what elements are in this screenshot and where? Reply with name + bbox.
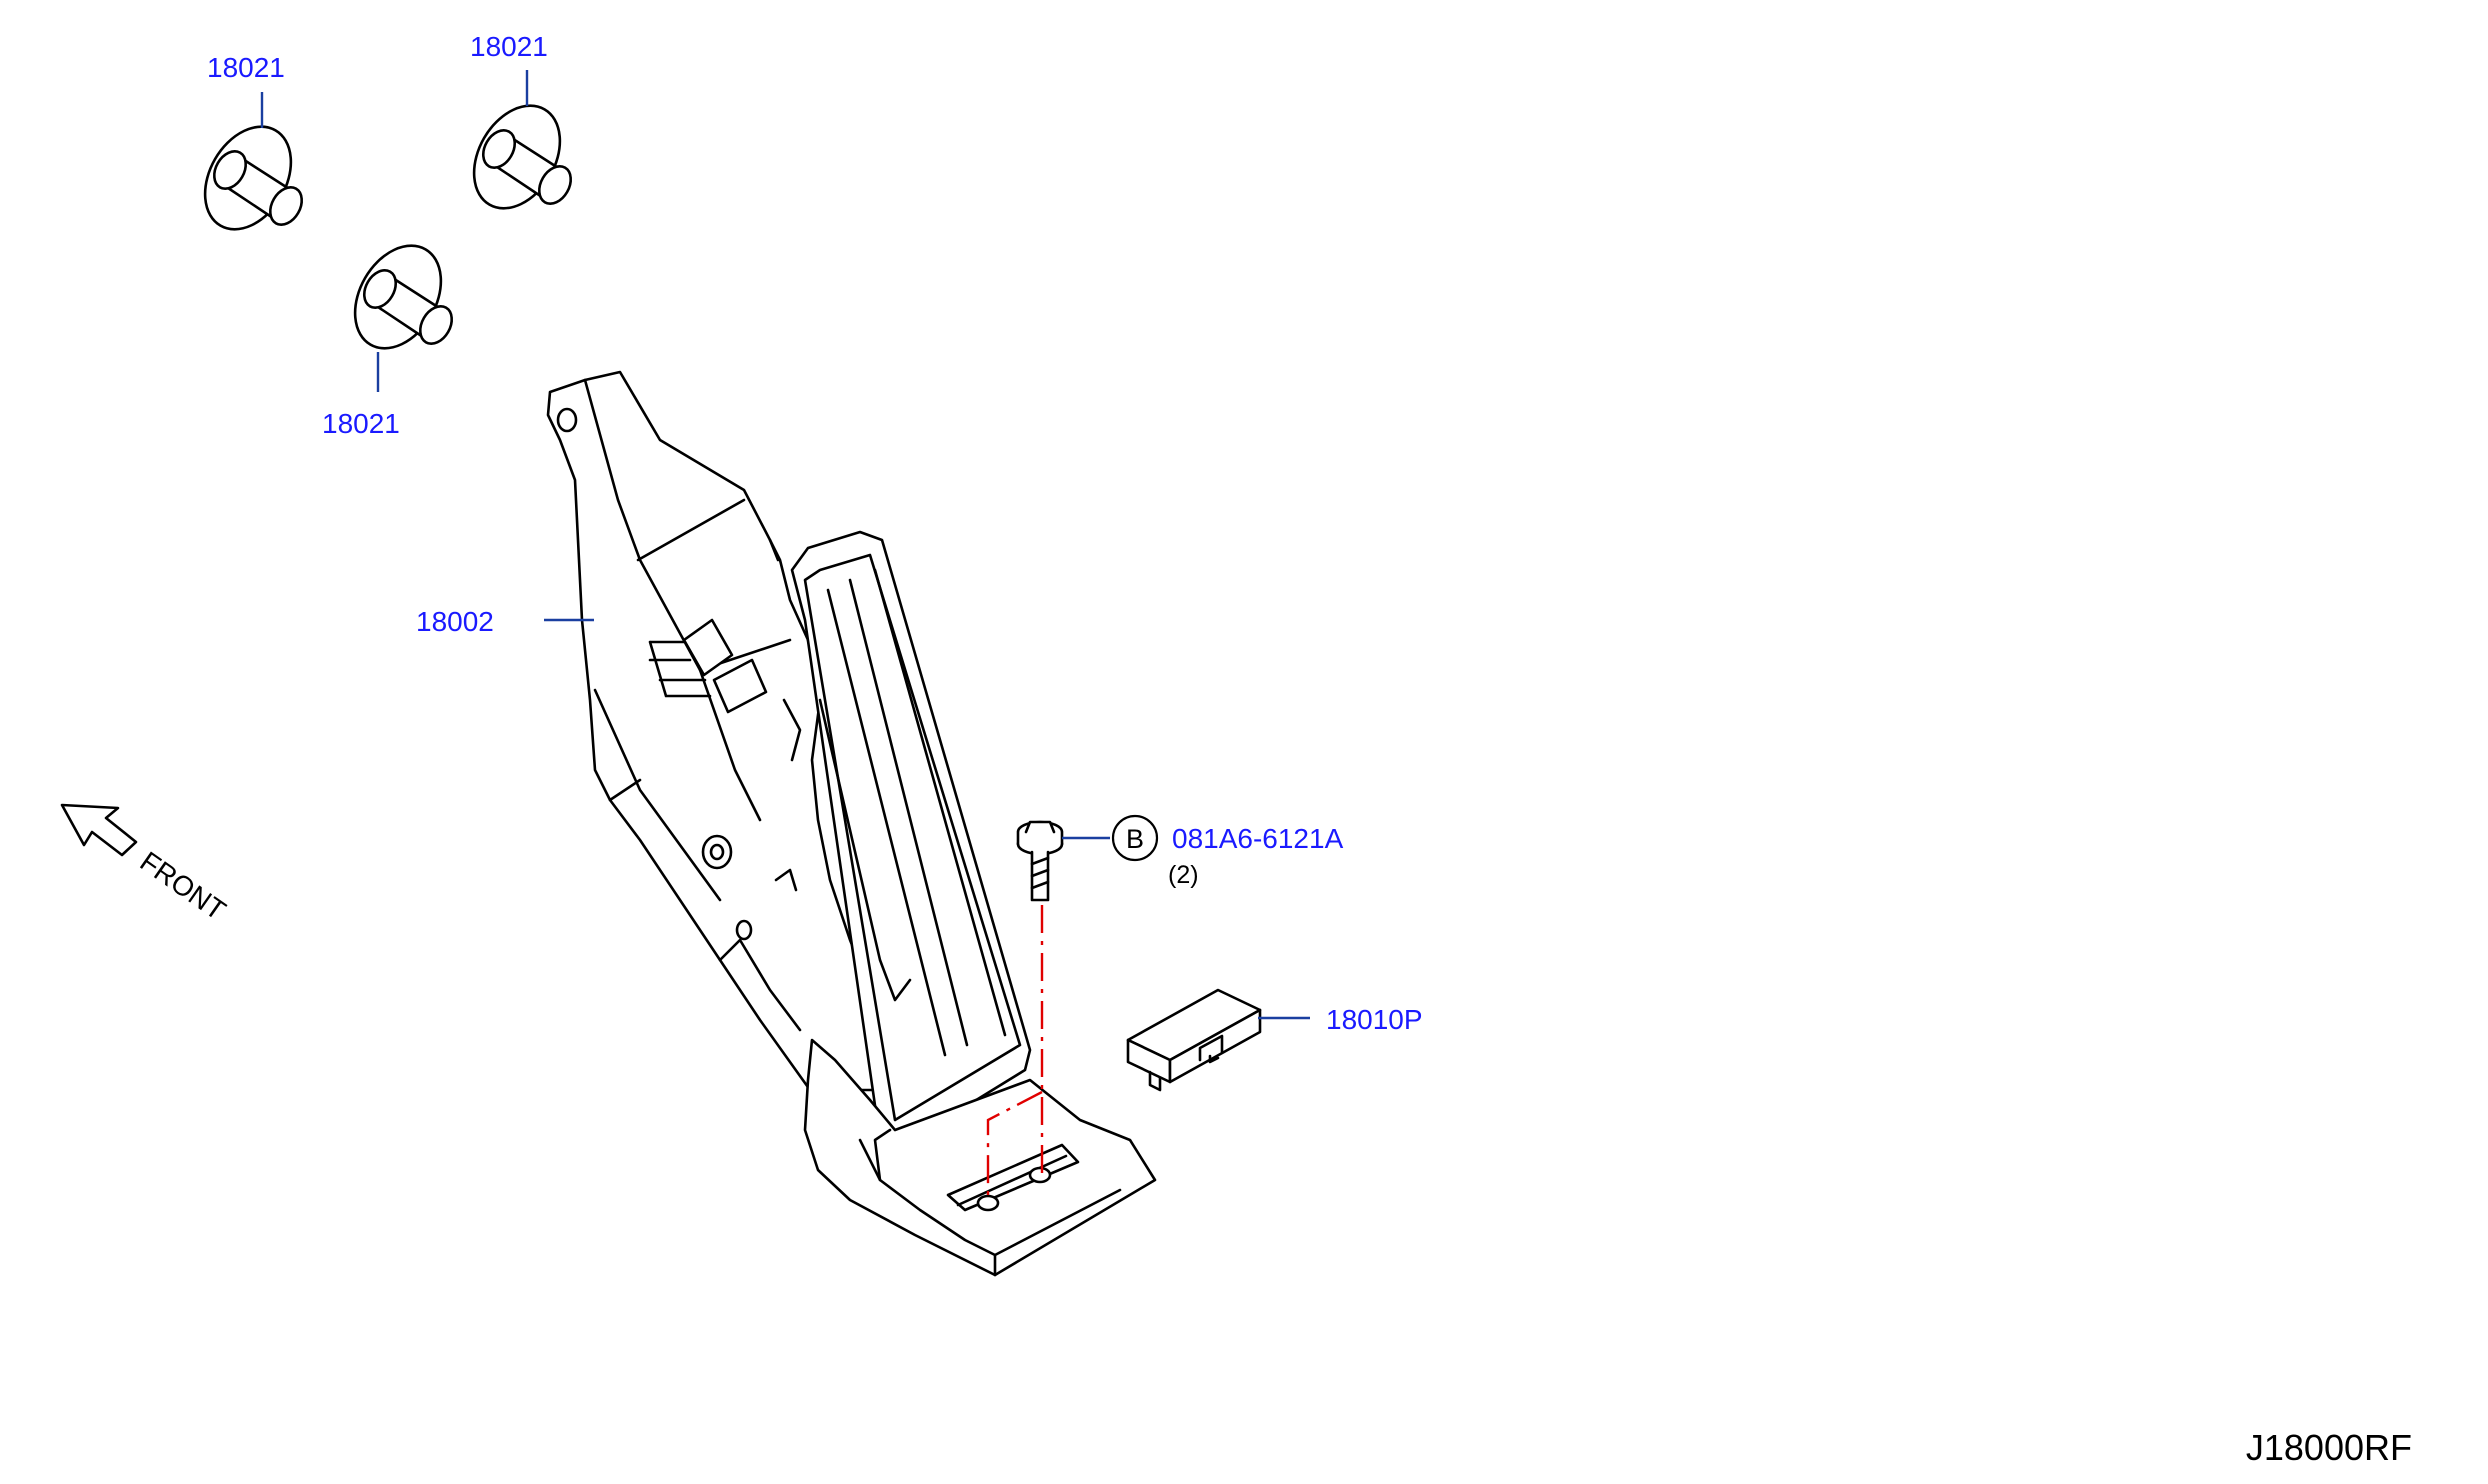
part-number-clip-2[interactable]: 18021: [470, 31, 548, 62]
front-direction-arrow: FRONT: [60, 803, 232, 927]
part-number-connector[interactable]: 18010P: [1326, 1004, 1423, 1035]
front-label: FRONT: [135, 846, 232, 927]
part-number-clip-1[interactable]: 18021: [207, 52, 285, 83]
part-number-pedal-assembly[interactable]: 18002: [416, 606, 494, 637]
alignment-line: [986, 1090, 1043, 1195]
part-number-clip-3[interactable]: 18021: [322, 408, 400, 439]
bolt-icon[interactable]: [1016, 820, 1064, 902]
bolt-badge[interactable]: B: [1111, 814, 1159, 862]
clip-icon[interactable]: [457, 90, 578, 223]
accelerator-pedal-icon[interactable]: [546, 370, 1157, 1277]
connector-icon[interactable]: [1126, 988, 1262, 1092]
clip-icon[interactable]: [338, 230, 459, 363]
bolt-quantity: (2): [1168, 861, 1199, 889]
part-number-bolt[interactable]: 081A6-6121A: [1172, 823, 1344, 854]
clip-icon[interactable]: [188, 111, 309, 244]
diagram-reference-code: J18000RF: [2246, 1427, 2412, 1468]
badge-letter: B: [1126, 824, 1144, 854]
